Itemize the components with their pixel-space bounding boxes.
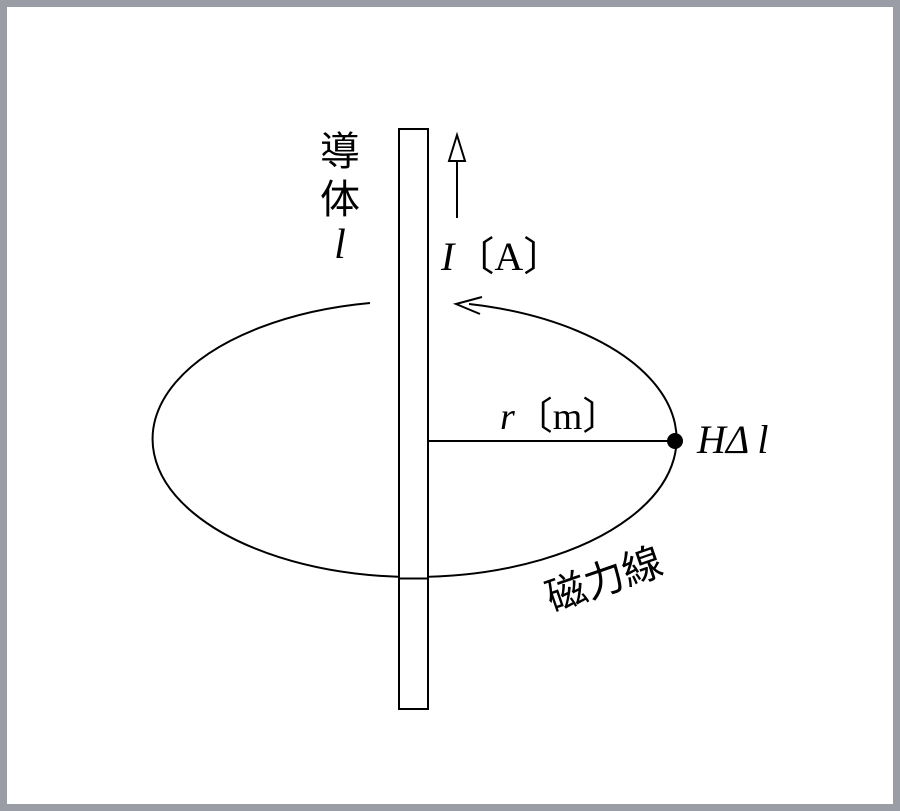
conductor-bar (398, 128, 429, 710)
field-element-delta: Δ (724, 417, 749, 462)
field-point-dot (667, 433, 683, 449)
current-arrow-head (447, 131, 467, 162)
field-line-arrowhead (452, 296, 483, 315)
radius-unit: 〔m〕 (515, 396, 621, 438)
conductor-label-char-2: 体 (320, 177, 360, 223)
radius-symbol: r (500, 396, 515, 438)
current-unit: 〔A〕 (454, 234, 563, 279)
field-line-label: 磁力線 (540, 539, 668, 622)
conductor-symbol: l (334, 222, 346, 268)
radius-label: r〔m〕 (500, 396, 620, 438)
current-label: I〔A〕 (440, 234, 563, 279)
field-element-length: l (757, 417, 768, 462)
conductor-label-char-1: 導 (320, 129, 360, 175)
field-element-symbol: H (696, 417, 728, 462)
current-symbol: I (440, 234, 456, 279)
